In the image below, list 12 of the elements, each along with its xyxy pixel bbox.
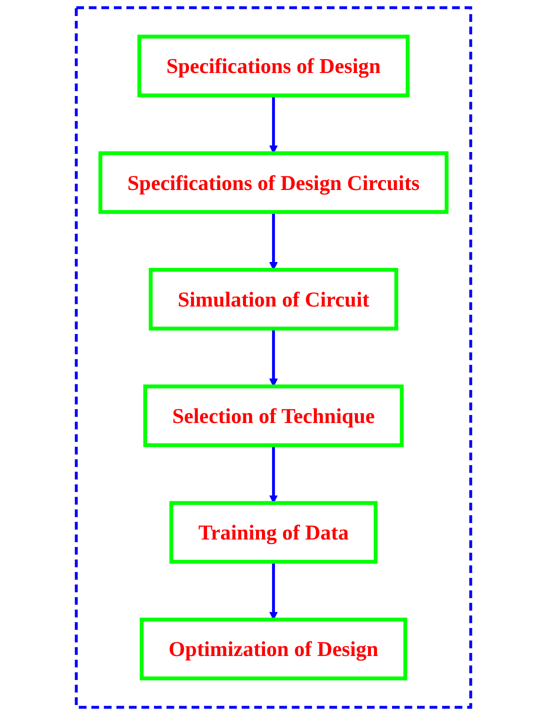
node-box: Specifications of Design Circuits bbox=[98, 151, 449, 214]
arrow bbox=[269, 562, 278, 620]
node-box: Training of Data bbox=[169, 501, 378, 564]
arrow bbox=[269, 212, 278, 270]
node-box: Specifications of Design bbox=[137, 34, 410, 98]
cluster bbox=[74, 6, 472, 709]
arrow bbox=[269, 328, 278, 387]
arrow bbox=[269, 95, 278, 154]
node-box: Optimization of Design bbox=[140, 618, 408, 680]
arrow bbox=[269, 445, 278, 504]
node-box: Selection of Technique bbox=[143, 384, 404, 448]
node-box: Simulation of Circuit bbox=[148, 268, 398, 331]
